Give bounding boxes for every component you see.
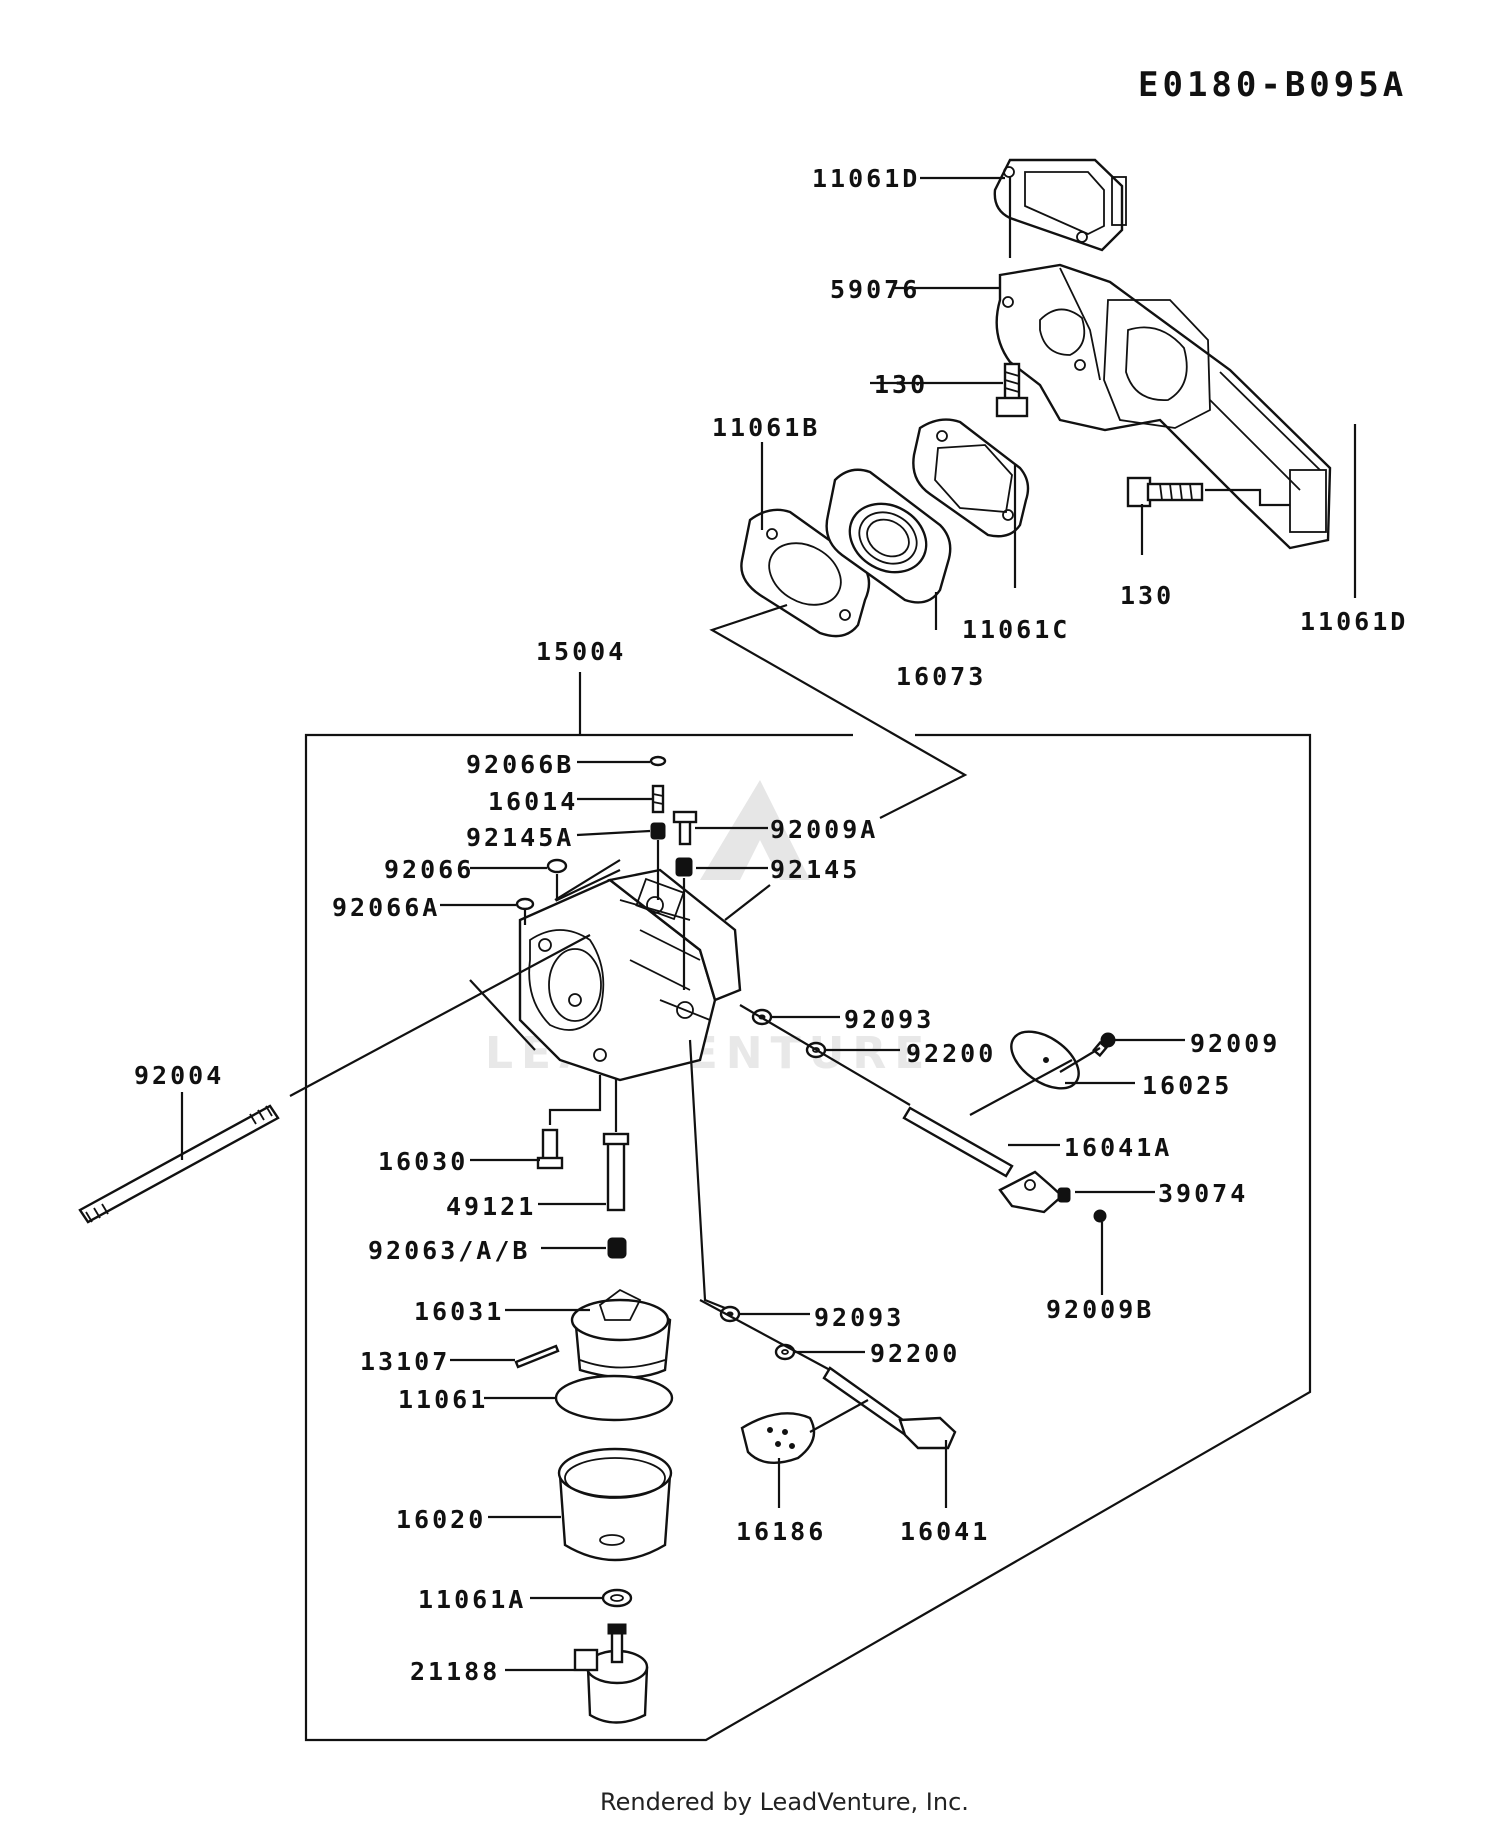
- gasket-11061[interactable]: [554, 1374, 674, 1422]
- choke-plate-16025[interactable]: [1001, 1020, 1088, 1100]
- line-throttle-plate: [809, 1399, 869, 1433]
- label-92066[interactable]: 92066: [384, 855, 474, 884]
- label-16041A[interactable]: 16041A: [1064, 1133, 1172, 1162]
- insulator-16073[interactable]: [825, 468, 952, 604]
- carburetor-body-15004[interactable]: [518, 868, 742, 1082]
- line-jet: [548, 1075, 602, 1125]
- label-39074[interactable]: 39074: [1158, 1179, 1248, 1208]
- label-92145A[interactable]: 92145A: [466, 823, 574, 852]
- line-choke-axis: [739, 1004, 911, 1106]
- throttle-shaft-16041[interactable]: [822, 1366, 957, 1450]
- label-92200-a[interactable]: 92200: [906, 1039, 996, 1068]
- label-92066A[interactable]: 92066A: [332, 893, 440, 922]
- choke-lever-39074[interactable]: [998, 1170, 1071, 1214]
- label-92063[interactable]: 92063/A/B: [368, 1236, 530, 1265]
- assembly-frame: [304, 733, 1312, 1742]
- oring-92066A[interactable]: [515, 897, 535, 911]
- intake-manifold-59076[interactable]: [995, 263, 1332, 550]
- label-15004[interactable]: 15004: [536, 637, 626, 666]
- label-11061D-top[interactable]: 11061D: [812, 164, 920, 193]
- label-92009B[interactable]: 92009B: [1046, 1295, 1154, 1324]
- footer-credit: Rendered by LeadVenture, Inc.: [600, 1788, 969, 1816]
- gasket-11061D-top[interactable]: [993, 158, 1127, 252]
- label-16014[interactable]: 16014: [488, 787, 578, 816]
- label-92093-a[interactable]: 92093: [844, 1005, 934, 1034]
- label-59076[interactable]: 59076: [830, 275, 920, 304]
- label-92009[interactable]: 92009: [1190, 1029, 1280, 1058]
- label-16031[interactable]: 16031: [414, 1297, 504, 1326]
- label-92200-b[interactable]: 92200: [870, 1339, 960, 1368]
- label-92004[interactable]: 92004: [134, 1061, 224, 1090]
- line-carb-front: [554, 859, 771, 921]
- label-16073[interactable]: 16073: [896, 662, 986, 691]
- label-49121[interactable]: 49121: [446, 1192, 536, 1221]
- washer-11061A[interactable]: [601, 1588, 633, 1608]
- oring-92066B[interactable]: [649, 755, 667, 767]
- label-16186[interactable]: 16186: [736, 1517, 826, 1546]
- screw-92009B[interactable]: [1093, 1209, 1107, 1223]
- spring-92145[interactable]: [675, 857, 693, 877]
- flow-line-gasket: [709, 603, 968, 819]
- label-11061B[interactable]: 11061B: [712, 413, 820, 442]
- label-13107[interactable]: 13107: [360, 1347, 450, 1376]
- float-16031[interactable]: [570, 1288, 672, 1379]
- diagram-code: E0180-B095A: [1138, 65, 1407, 105]
- part-labels: 11061D 59076 130 11061B 130 11061D 11061…: [134, 164, 1408, 1686]
- solenoid-21188[interactable]: [573, 1623, 649, 1724]
- label-11061A[interactable]: 11061A: [418, 1585, 526, 1614]
- main-nozzle-49121[interactable]: [602, 1132, 630, 1212]
- line-throttle-axis: [688, 1039, 731, 1312]
- gasket-11061C[interactable]: [912, 418, 1030, 538]
- jet-92063[interactable]: [607, 1237, 627, 1259]
- washer-92200-b[interactable]: [774, 1343, 796, 1361]
- label-130-a[interactable]: 130: [874, 370, 928, 399]
- label-16025[interactable]: 16025: [1142, 1071, 1232, 1100]
- line-throttle-shaft: [699, 1299, 831, 1371]
- label-21188[interactable]: 21188: [410, 1657, 500, 1686]
- gasket-11061B[interactable]: [740, 508, 871, 638]
- screw-92009A[interactable]: [672, 810, 698, 846]
- label-11061C[interactable]: 11061C: [962, 615, 1070, 644]
- label-130-b[interactable]: 130: [1120, 581, 1174, 610]
- label-16020[interactable]: 16020: [396, 1505, 486, 1534]
- float-bowl-16020[interactable]: [557, 1447, 673, 1562]
- bolt-130-a[interactable]: [995, 362, 1029, 418]
- oring-92066[interactable]: [546, 858, 568, 874]
- jet-16030[interactable]: [536, 1128, 564, 1170]
- label-92093-b[interactable]: 92093: [814, 1303, 904, 1332]
- bolt-130-b[interactable]: [1126, 476, 1204, 508]
- label-16030[interactable]: 16030: [378, 1147, 468, 1176]
- line-choke-plate: [969, 1047, 1101, 1116]
- label-92009A[interactable]: 92009A: [770, 815, 878, 844]
- pin-13107[interactable]: [514, 1344, 560, 1369]
- label-16041[interactable]: 16041: [900, 1517, 990, 1546]
- label-92145[interactable]: 92145: [770, 855, 860, 884]
- label-92066B[interactable]: 92066B: [466, 750, 574, 779]
- choke-shaft-16041A[interactable]: [902, 1106, 1014, 1178]
- spring-92145A[interactable]: [650, 822, 666, 840]
- leader-lines: [180, 176, 1357, 1672]
- label-11061[interactable]: 11061: [398, 1385, 488, 1414]
- screw-92009[interactable]: [1092, 1032, 1116, 1058]
- pilot-screw-16014[interactable]: [651, 784, 665, 814]
- stud-axis-line: [289, 934, 591, 1097]
- label-11061D-side[interactable]: 11061D: [1300, 607, 1408, 636]
- throttle-plate-16186[interactable]: [740, 1412, 816, 1464]
- stud-92004[interactable]: [78, 1104, 280, 1224]
